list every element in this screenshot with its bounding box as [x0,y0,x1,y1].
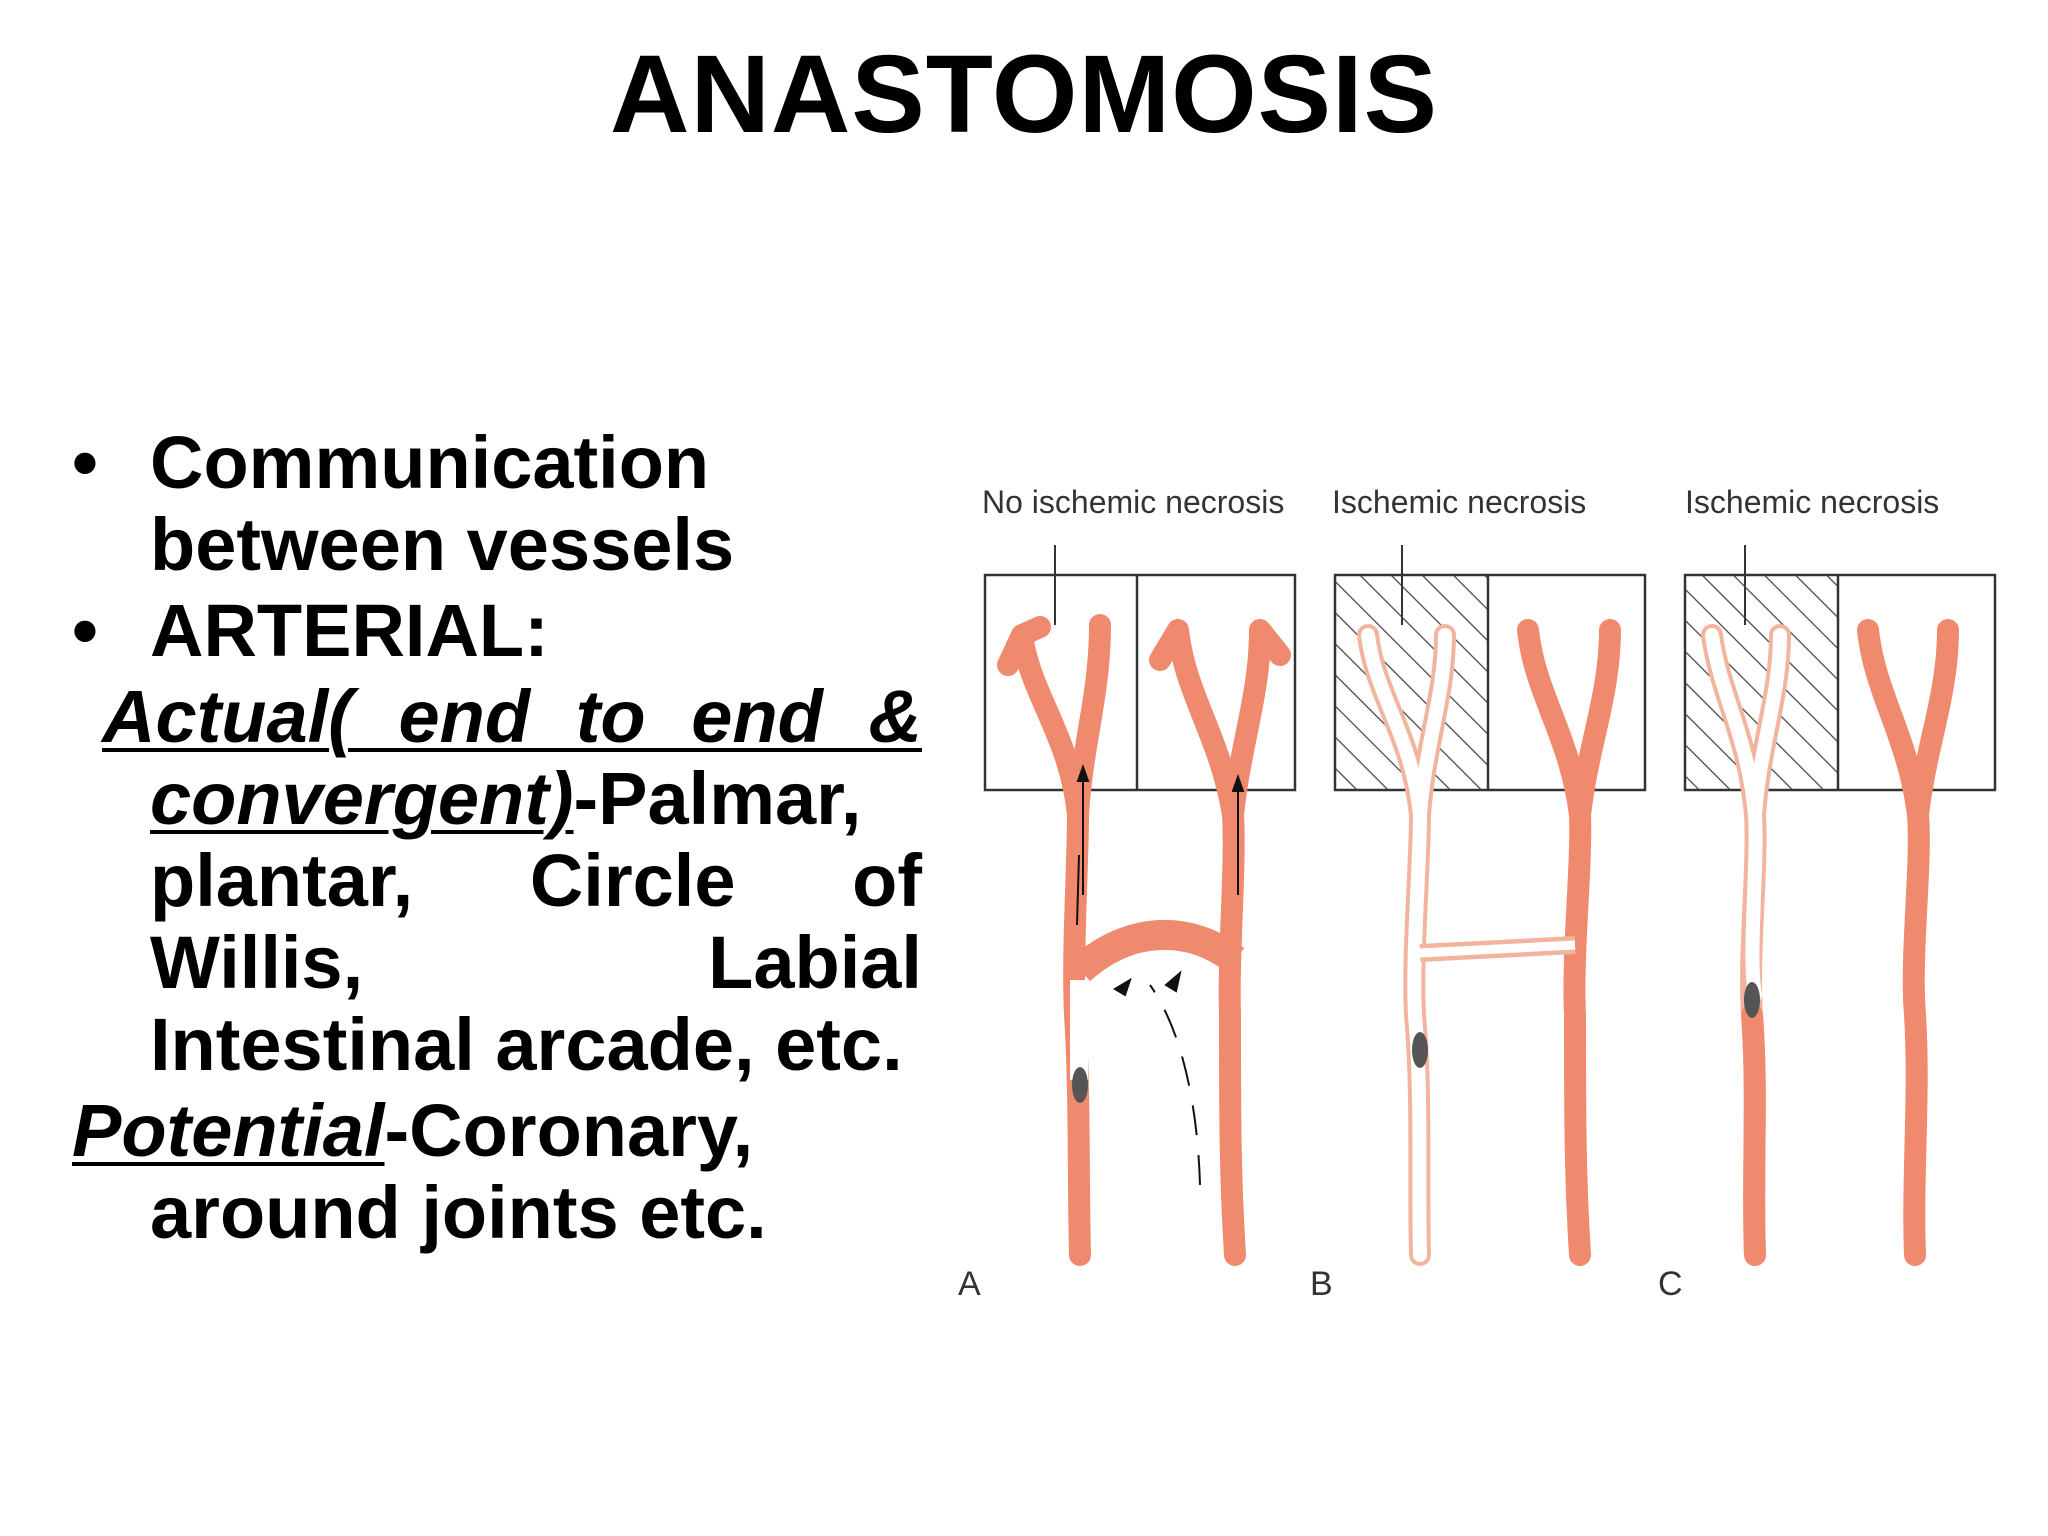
panel-a: No ischemic necrosis A [958,484,1297,1303]
potential-label: Potential [72,1089,385,1172]
potential-examples: -Coronary, around joints etc. [150,1089,767,1254]
thrombus-icon [1072,1067,1088,1103]
bullet-icon: • [72,421,98,504]
panel-c: Ischemic necrosis C [1658,484,1997,1303]
bullet-list: • Communication between vessels • ARTERI… [72,422,922,1254]
bullet-text: ARTERIAL: [150,589,549,672]
thrombus-icon [1412,1032,1428,1068]
panel-b: Ischemic necrosis B [1310,484,1647,1303]
bullet-item-communication: • Communication between vessels [72,422,922,586]
tissue-box-a-left [983,573,1297,792]
actual-examples: -Palmar, plantar, Circle of Willis, Labi… [150,757,922,1086]
slide-title: ANASTOMOSIS [610,33,1438,156]
thrombus-icon [1744,982,1760,1018]
panel-a-caption: No ischemic necrosis [982,484,1284,520]
actual-anastomosis-paragraph: Actual( end to end & convergent)-Palmar,… [72,676,922,1086]
bullet-icon: • [72,589,98,672]
bullet-item-arterial: • ARTERIAL: [72,590,922,672]
panel-c-caption: Ischemic necrosis [1685,484,1939,520]
potential-anastomosis-paragraph: Potential-Coronary, around joints etc. [72,1090,922,1254]
actual-label: Actual( end to end & convergent) [102,675,922,840]
bullet-text: Communication between vessels [150,421,735,586]
anastomosis-diagram: No ischemic necrosis A Ischemic necrosis [958,484,1997,1303]
panel-a-letter: A [958,1265,981,1303]
panel-c-letter: C [1658,1265,1683,1303]
panel-b-letter: B [1310,1265,1333,1303]
panel-b-caption: Ischemic necrosis [1332,484,1586,520]
